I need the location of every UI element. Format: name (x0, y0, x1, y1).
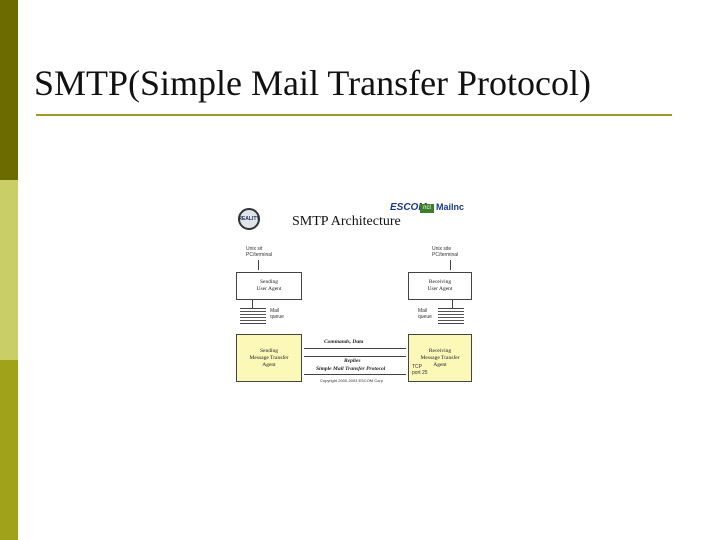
left-ua-queue-link (252, 300, 253, 308)
right-mail-queue (438, 308, 464, 324)
title-underline (36, 114, 672, 116)
right-terminal-label: Unix site PC/terminal (432, 246, 459, 258)
left-mail-queue (240, 308, 266, 324)
copyright-text: Copyright 2000-2003 ESCOM Corp (320, 378, 383, 383)
protocol-label: Simple Mail Transfer Protocol (316, 366, 386, 372)
tcp-port-label: TCP port 25 (412, 364, 428, 376)
escom-logo: ESCOM (390, 202, 427, 213)
right-ua-queue-link (452, 300, 453, 308)
smtp-architecture-figure: REALITY SMTP Architecture ESCOM ncl Mail… (232, 198, 478, 386)
receiving-mta-box: Receiving Message Transfer Agent (408, 334, 472, 382)
commands-arrow (304, 348, 406, 349)
right-terminal-link (450, 260, 451, 270)
receiving-user-agent-box: Receiving User Agent (408, 272, 472, 300)
figure-title: SMTP Architecture (292, 214, 401, 229)
slide-title: SMTP(Simple Mail Transfer Protocol) (34, 63, 592, 103)
accent-stripe-bottom (0, 360, 18, 540)
protocol-arrow (304, 374, 406, 375)
accent-stripe-middle (0, 180, 18, 360)
replies-arrow (304, 356, 406, 357)
accent-stripe-top (0, 0, 18, 180)
left-terminal-link (258, 260, 259, 270)
left-terminal-label: Unix sit PC/terminal (246, 246, 273, 258)
ncl-logo: ncl (420, 204, 434, 213)
commands-data-label: Commands, Data (324, 339, 364, 345)
mailnc-logo: Mailnc (436, 202, 465, 212)
sending-mta-box: Sending Message Transfer Agent (236, 334, 302, 382)
left-queue-label: Mail queue (270, 308, 284, 320)
replies-label: Replies (344, 358, 361, 364)
sending-user-agent-box: Sending User Agent (236, 272, 302, 300)
reality-logo: REALITY (238, 208, 260, 230)
right-queue-label: Mail queue (418, 308, 432, 320)
